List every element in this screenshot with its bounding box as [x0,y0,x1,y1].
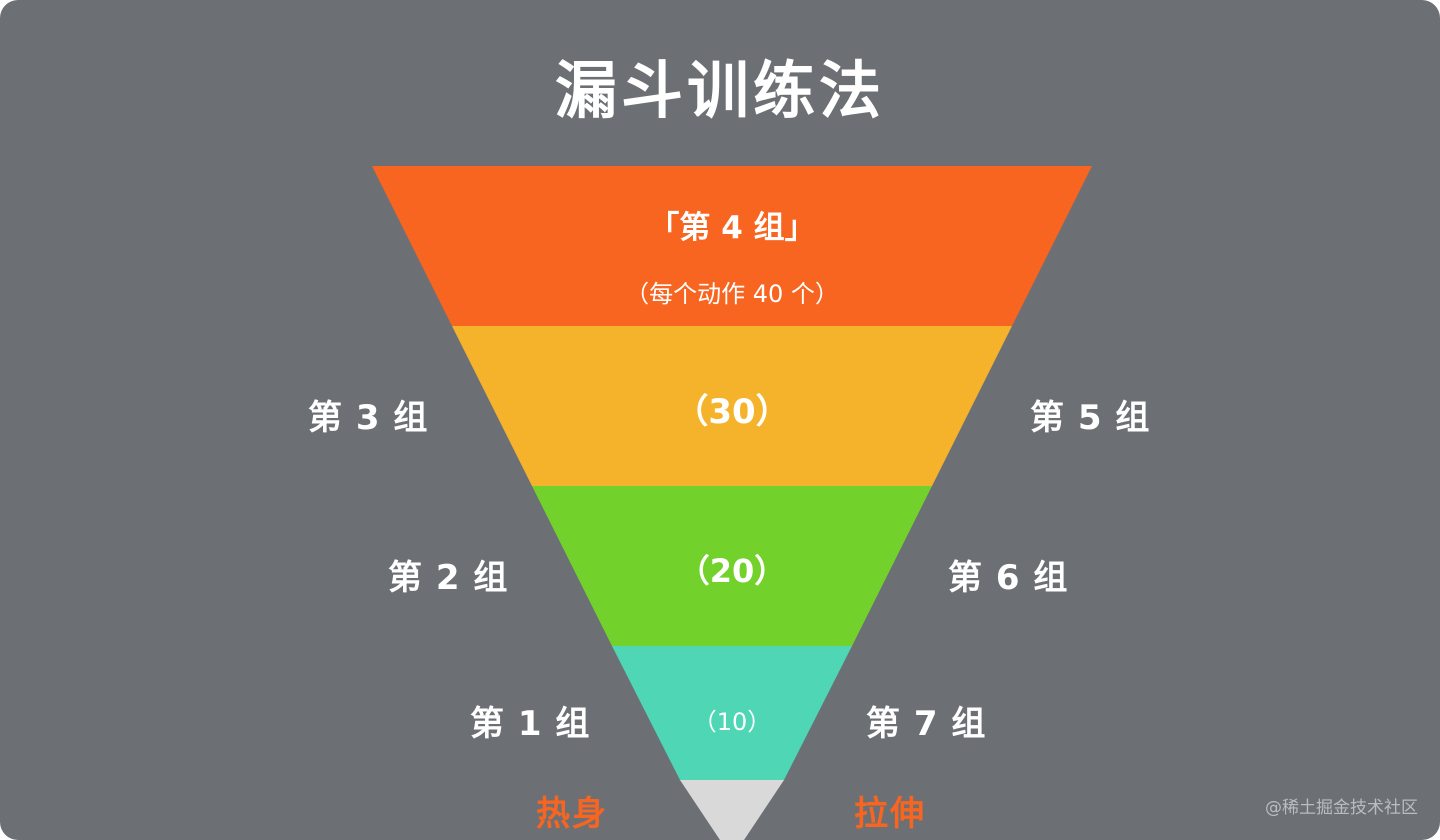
funnel-band-20 [532,486,932,646]
left-label-group-3: 第 3 组 [308,398,429,438]
band-group-4-sublabel: （每个动作 40 个） [625,280,839,308]
funnel-tip [680,780,784,840]
stretch-label: 拉伸 [854,794,926,834]
warmup-label: 热身 [536,794,608,834]
band-20-label: （20） [677,552,787,590]
watermark: @稀土掘金技术社区 [1265,798,1418,818]
left-label-group-1: 第 1 组 [470,704,591,744]
left-label-group-2: 第 2 组 [388,558,509,598]
funnel-band-30 [452,326,1012,486]
band-group-4-label: 「第 4 组」 [648,210,816,246]
band-30-label: （30） [674,392,790,432]
band-10-label: （10） [692,708,772,736]
diagram-title: 漏斗训练法 [554,54,885,127]
funnel-band-group-4 [372,166,1092,326]
funnel-band-10 [612,646,852,780]
right-label-group-6: 第 6 组 [948,558,1069,598]
right-label-group-5: 第 5 组 [1030,398,1151,438]
right-label-group-7: 第 7 组 [866,704,987,744]
